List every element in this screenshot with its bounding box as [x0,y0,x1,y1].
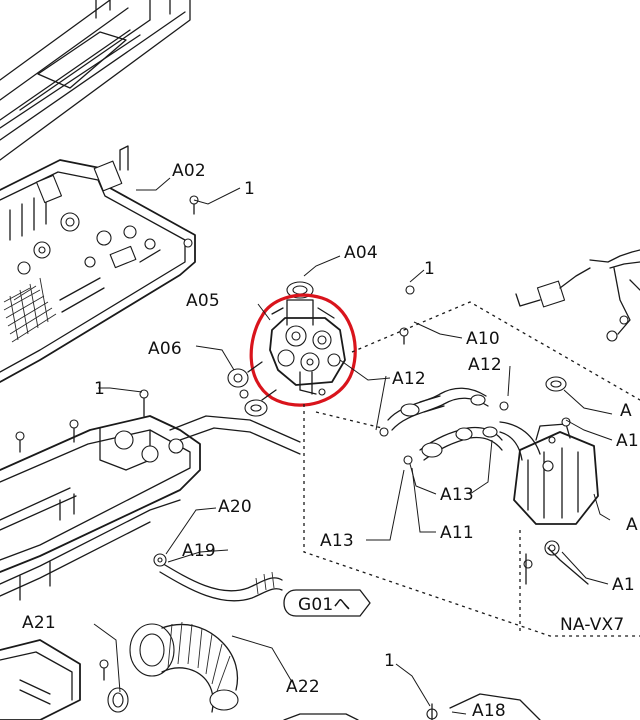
hose-a22-part [107,621,239,713]
label-a21: A21 [22,613,56,633]
label-a05: A05 [186,291,220,311]
label-a13-mid: A13 [440,485,474,505]
label-a10: A10 [466,329,500,349]
label-a22: A22 [286,677,320,697]
label-a13-low: A13 [320,531,354,551]
hose-a13-part [419,426,503,461]
hose-a19-part [153,553,283,602]
dashed-frame [303,301,640,637]
label-model-ref: NA-VX7 [560,615,624,635]
label-edge-a-bottom: A1 [612,575,635,595]
tray-a21-part [0,639,109,720]
wire-harness-part [515,249,640,342]
label-screw-1-top: 1 [244,179,255,199]
label-a20: A20 [218,497,252,517]
label-a18: A18 [472,701,506,720]
label-a11: A11 [440,523,474,543]
water-valve-part [269,281,346,396]
label-screw-1-bottom: 1 [384,651,395,671]
bottom-right-parts [283,547,589,720]
inlet-fitting-part [227,361,277,417]
part-labels: A02 1 A04 1 A05 A06 A10 A12 A12 1 A13 A1… [22,161,639,720]
hose-right-part [499,421,560,569]
label-g01-ref: G01へ [298,595,351,615]
label-a19: A19 [182,541,216,561]
label-edge-a-low: A [626,515,638,535]
hose-a10-part [387,387,489,431]
screws-center [189,195,509,465]
label-a04: A04 [344,243,378,263]
label-screw-1-left: 1 [94,379,105,399]
control-box-part [0,145,196,383]
label-a12-right: A12 [468,355,502,375]
label-screw-1-mid: 1 [424,259,435,279]
label-edge-a-mid: A1 [616,431,639,451]
red-highlight-circle [249,293,357,407]
washer-ring-part [545,376,567,392]
top-cover-part [0,0,191,161]
label-a12-left: A12 [392,369,426,389]
detergent-tank-part [513,417,599,525]
leader-lines [93,177,613,715]
label-a02: A02 [172,161,206,181]
label-a06: A06 [148,339,182,359]
g01-reference-box [283,589,371,617]
drain-pump-assembly [0,389,301,601]
label-edge-a-top: A [620,401,632,421]
